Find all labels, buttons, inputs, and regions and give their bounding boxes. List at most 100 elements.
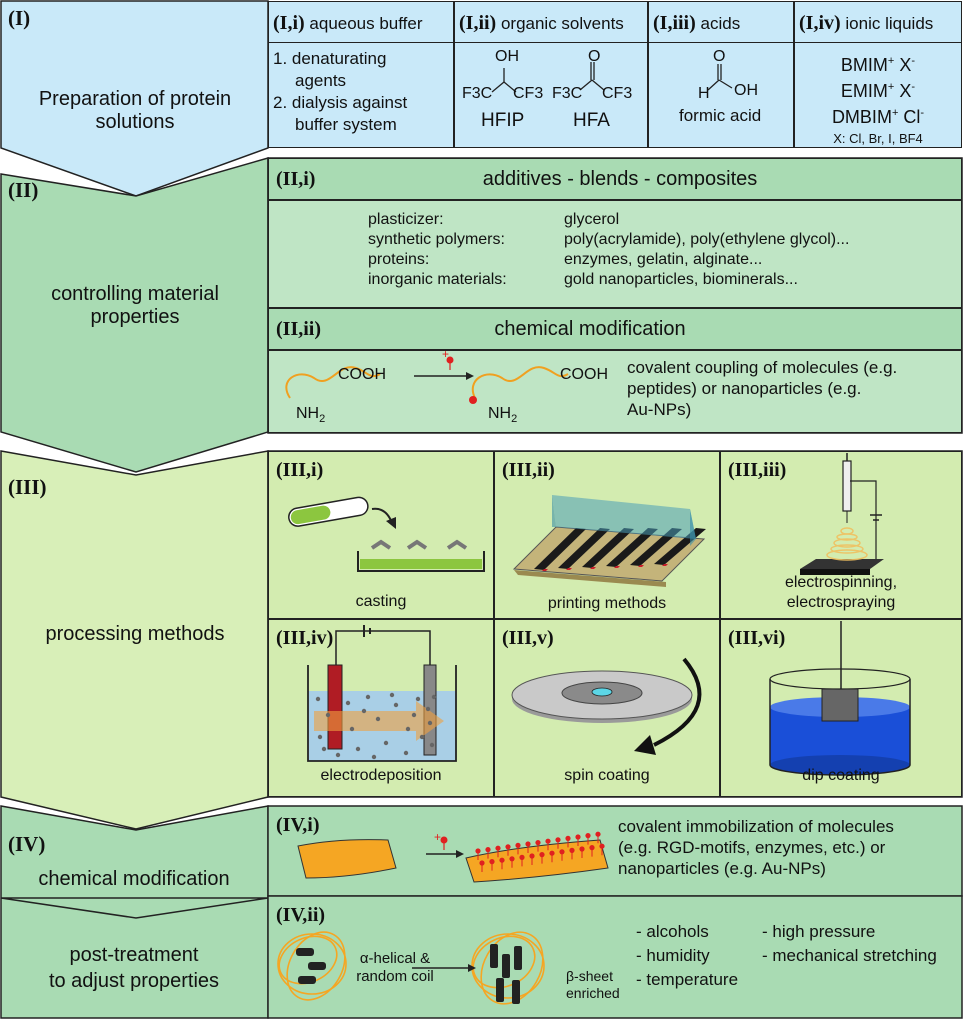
cooh-label-left: COOH — [338, 366, 386, 383]
printed-strip — [582, 528, 634, 568]
deposition-particle — [403, 750, 409, 756]
immobilized-molecule — [509, 856, 515, 862]
dip-coating-caption: dip coating — [802, 767, 880, 784]
deposition-particle — [317, 734, 323, 740]
cell-2-i-header — [268, 158, 962, 200]
deposition-particle — [371, 754, 377, 760]
printed-strip — [630, 528, 682, 566]
printed-strip-edge — [566, 568, 572, 570]
deposition-particle — [419, 734, 425, 740]
immobilized-molecule — [549, 850, 555, 856]
hfa-o-label: O — [588, 48, 601, 65]
deposition-particle — [349, 726, 355, 732]
section-3: (III) processing methods (III,i) (III,ii… — [0, 445, 963, 835]
cell-2-i-title: additives - blends - composites — [482, 168, 758, 190]
immobilized-molecule — [589, 845, 595, 851]
printed-strip — [558, 528, 610, 569]
cell-1-iv-body — [794, 42, 962, 148]
treatment-item: - humidity — [636, 946, 710, 965]
surface-immobilization-illustration — [297, 831, 609, 883]
cell-3-v-number: (III,v) — [502, 627, 554, 649]
cell-1-ii-body — [454, 42, 648, 148]
coupling-description: covalent coupling of molecules (e.g.pept… — [627, 358, 898, 419]
deposition-particle — [345, 700, 351, 706]
deposition-particle — [365, 694, 371, 700]
printed-strip-edge — [590, 567, 596, 569]
immobilized-molecule — [495, 845, 501, 851]
cell-3-vi-number: (III,vi) — [728, 627, 786, 649]
printed-strip-edge — [662, 564, 668, 566]
nh2-label-left: NH2 — [296, 405, 326, 426]
hfa-right-group: CF3 — [602, 85, 633, 102]
printed-strip — [606, 528, 658, 567]
cell-4-ii-number: (IV,ii) — [276, 904, 326, 926]
deposition-particle — [325, 712, 331, 718]
immobilized-molecule — [479, 860, 485, 866]
printing-caption: printing methods — [547, 595, 667, 612]
formic-acid-oh: OH — [734, 82, 758, 99]
deposition-particle — [429, 742, 435, 748]
casting-caption: casting — [355, 593, 407, 610]
immobilized-molecule — [539, 852, 545, 858]
deposition-particle — [415, 696, 421, 702]
immobilized-molecule — [585, 833, 591, 839]
additives-table: plasticizer:glycerol synthetic polymers:… — [368, 210, 849, 290]
section-3-title: processing methods — [45, 623, 225, 645]
treatment-item: - alcohols — [636, 922, 709, 941]
immobilized-molecule — [525, 841, 531, 847]
cell-3-iv-number: (III,iv) — [276, 627, 334, 649]
formic-acid-h: H — [698, 85, 710, 102]
immobilization-description: covalent immobilization of molecules(e.g… — [618, 817, 894, 878]
cell-3-iii-number: (III,iii) — [728, 459, 787, 481]
treatment-item: - temperature — [636, 970, 739, 989]
spin-coating-caption: spin coating — [564, 767, 650, 784]
additive-row: plasticizer:glycerol — [368, 211, 620, 228]
deposition-particle — [389, 692, 395, 698]
section-4-background — [0, 805, 963, 1019]
printing-illustration — [512, 495, 706, 587]
formic-acid-label: formic acid — [679, 106, 762, 125]
immobilized-molecule — [485, 847, 491, 853]
cell-2-i-number: (II,i) — [276, 168, 316, 190]
treatment-item: - mechanical stretching — [762, 946, 937, 965]
cell-3-iii — [720, 451, 962, 619]
immobilized-molecule — [519, 854, 525, 860]
printed-strip — [534, 528, 586, 570]
treatment-item: - high pressure — [762, 922, 876, 941]
formic-acid-o: O — [713, 48, 726, 65]
deposition-particle — [425, 706, 431, 712]
cell-3-i — [268, 451, 494, 619]
hfa-label: HFA — [573, 110, 610, 131]
immobilized-molecule — [595, 831, 601, 837]
hfip-oh-label: OH — [495, 48, 519, 65]
section-1-number: (I) — [8, 6, 31, 30]
immobilized-molecule — [575, 834, 581, 840]
deposition-particle — [393, 702, 399, 708]
immobilized-molecule — [559, 849, 565, 855]
section-3-number: (III) — [8, 475, 47, 499]
aqueous-buffer-steps: 1. denaturating agents 2. dialysis again… — [273, 49, 408, 134]
spin-coating-illustration — [511, 657, 702, 755]
deposition-particle — [383, 740, 389, 746]
immobilized-molecule — [505, 844, 511, 850]
hfa-left-group: F3C — [552, 85, 583, 102]
polymer-modification-scheme — [285, 356, 569, 404]
additive-row: proteins:enzymes, gelatin, alginate... — [368, 251, 763, 268]
immobilized-molecule — [499, 857, 505, 863]
hfip-label: HFIP — [481, 110, 525, 131]
electrospinning-caption: electrospinning,electrospraying — [784, 574, 898, 611]
additive-row: inorganic materials:gold nanoparticles, … — [368, 271, 798, 288]
cell-1-i-body — [268, 42, 454, 148]
cell-2-ii-body — [268, 350, 962, 433]
deposition-particle — [405, 726, 411, 732]
immobilized-molecule — [529, 853, 535, 859]
cell-1-i-title: (I,i) aqueous buffer — [273, 12, 423, 34]
section-4-number: (IV) — [8, 832, 46, 856]
cell-2-ii-number: (II,ii) — [276, 318, 321, 340]
immobilized-molecule — [489, 859, 495, 865]
electrodeposition-caption: electrodeposition — [320, 767, 442, 784]
secondary-structure-illustration — [277, 931, 545, 1005]
